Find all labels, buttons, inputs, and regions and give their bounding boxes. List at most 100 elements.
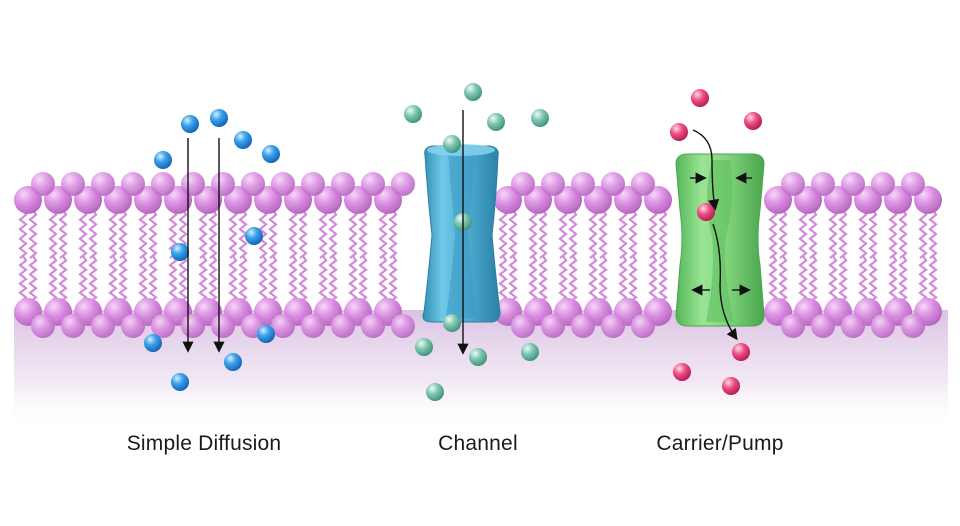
arrow-icon — [712, 223, 738, 341]
lipid-head — [781, 172, 805, 196]
molecule-sphere-icon — [443, 314, 461, 332]
lipid-head — [194, 186, 222, 214]
lipid-head — [854, 186, 882, 214]
lipid-head — [841, 172, 865, 196]
molecule-sphere-icon — [181, 115, 199, 133]
molecule-sphere-icon — [469, 348, 487, 366]
label-simple-diffusion: Simple Diffusion — [126, 432, 282, 455]
lipid-head — [181, 314, 205, 338]
molecule-sphere-icon — [732, 343, 750, 361]
molecule-sphere-icon — [415, 338, 433, 356]
lipid-head — [781, 314, 805, 338]
lipid-head — [151, 172, 175, 196]
lipid-head — [494, 186, 522, 214]
lipid-head — [841, 314, 865, 338]
molecule-sphere-icon — [722, 377, 740, 395]
lipid-head — [44, 186, 72, 214]
molecule-sphere-icon — [234, 131, 252, 149]
molecule-sphere-icon — [464, 83, 482, 101]
lipid-head — [151, 314, 175, 338]
lipid-head — [811, 172, 835, 196]
lipid-head — [241, 172, 265, 196]
lipid-head — [301, 172, 325, 196]
transport-arrows — [182, 110, 752, 355]
molecule-sphere-icon — [224, 353, 242, 371]
lipid-head — [511, 314, 535, 338]
lipid-head — [14, 186, 42, 214]
lipid-head — [901, 172, 925, 196]
lipid-head — [571, 172, 595, 196]
label-carrier-pump: Carrier/Pump — [656, 432, 784, 455]
lipid-head — [391, 172, 415, 196]
lipid-head — [181, 172, 205, 196]
lipid-head — [314, 186, 342, 214]
molecule-sphere-icon — [443, 135, 461, 153]
molecule-sphere-icon — [487, 113, 505, 131]
lipid-head — [284, 186, 312, 214]
lipid-head — [361, 314, 385, 338]
lipid-head — [134, 186, 162, 214]
lipid-head — [824, 186, 852, 214]
lipid-head — [211, 314, 235, 338]
molecule-sphere-icon — [404, 105, 422, 123]
lipid-head — [121, 172, 145, 196]
lipid-head — [331, 172, 355, 196]
lipid-head — [601, 172, 625, 196]
lipid-head — [361, 172, 385, 196]
molecule-sphere-icon — [144, 334, 162, 352]
lipid-head — [914, 186, 942, 214]
molecule-sphere-icon — [531, 109, 549, 127]
lipid-head — [584, 186, 612, 214]
lipid-head — [91, 314, 115, 338]
lipid-head — [644, 186, 672, 214]
molecules — [144, 83, 762, 401]
lipid-head — [271, 314, 295, 338]
molecule-sphere-icon — [426, 383, 444, 401]
molecule-sphere-icon — [691, 89, 709, 107]
lipid-head — [74, 186, 102, 214]
molecule-sphere-icon — [210, 109, 228, 127]
lipid-head — [794, 186, 822, 214]
channel-protein-icon — [422, 144, 501, 323]
lipid-head — [91, 172, 115, 196]
lipid-head — [764, 186, 792, 214]
molecule-sphere-icon — [171, 373, 189, 391]
lipid-head — [541, 314, 565, 338]
lipid-head — [541, 172, 565, 196]
lipid-head — [871, 314, 895, 338]
molecule-sphere-icon — [154, 151, 172, 169]
molecule-sphere-icon — [673, 363, 691, 381]
carrier-protein-icon — [675, 153, 765, 327]
lipid-head — [631, 314, 655, 338]
lipid-head — [331, 314, 355, 338]
molecule-sphere-icon — [521, 343, 539, 361]
lipid-head — [344, 186, 372, 214]
lipid-head — [61, 314, 85, 338]
molecule-sphere-icon — [670, 123, 688, 141]
lipid-head — [164, 186, 192, 214]
lipid-head — [884, 186, 912, 214]
lipid-head — [811, 314, 835, 338]
lipid-head — [511, 172, 535, 196]
lipid-head — [554, 186, 582, 214]
molecule-sphere-icon — [171, 243, 189, 261]
lipid-head — [211, 172, 235, 196]
molecule-sphere-icon — [257, 325, 275, 343]
lipid-head — [871, 172, 895, 196]
lipid-head — [571, 314, 595, 338]
lipid-head — [391, 314, 415, 338]
lipid-head — [631, 172, 655, 196]
lipid-head — [374, 186, 402, 214]
lipid-head — [31, 314, 55, 338]
lipid-head — [614, 186, 642, 214]
lipid-head — [121, 314, 145, 338]
molecule-sphere-icon — [697, 203, 715, 221]
arrow-icon — [692, 129, 720, 211]
label-channel: Channel — [438, 432, 518, 455]
lipid-head — [524, 186, 552, 214]
phospholipid-bilayer-icon — [14, 172, 942, 338]
molecule-sphere-icon — [744, 112, 762, 130]
lipid-head — [104, 186, 132, 214]
molecule-sphere-icon — [262, 145, 280, 163]
